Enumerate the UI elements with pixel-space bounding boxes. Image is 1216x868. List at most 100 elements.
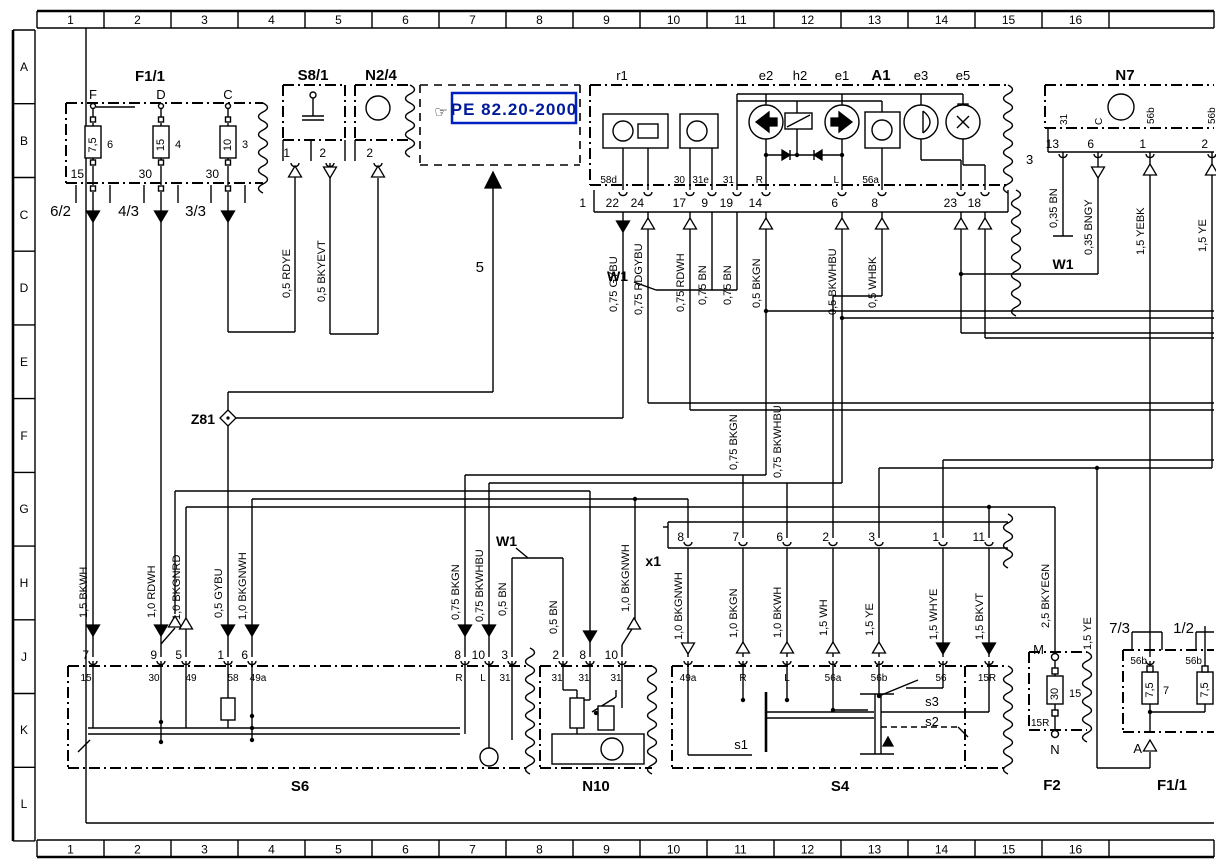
grid-column-label: 7: [469, 843, 476, 857]
s6-pin: 7: [82, 648, 89, 662]
s4-terminal: 56a: [825, 673, 842, 684]
a1-terminal: 31: [723, 175, 735, 186]
relay-coil: [597, 705, 615, 731]
reference-number[interactable]: PE 82.20-2000: [451, 100, 577, 119]
arrow-down-icon: [220, 624, 236, 638]
arrow-up-icon: [834, 216, 850, 230]
grid-row-label: F: [20, 429, 27, 443]
wire-segment: [160, 627, 176, 645]
pin-hook: [1145, 660, 1155, 666]
arrow-down-icon: [244, 624, 260, 638]
pin-hook: [874, 541, 884, 547]
wire-gauge-color-label: 1,5 YE: [864, 603, 876, 636]
pin-hook: [247, 660, 257, 666]
pin-hook: [618, 191, 628, 197]
a1-pin: 19: [720, 196, 734, 210]
wire-gauge-color-label: 0,5 WHBK: [867, 256, 879, 308]
fuse-value: 7,5: [1144, 682, 1156, 697]
a1-pin: 6: [831, 196, 838, 210]
transistor-icon: [871, 119, 893, 141]
s4-terminal: 15R: [978, 673, 996, 684]
a1-connector-number: 1: [579, 196, 586, 210]
terminal-square: [224, 185, 232, 192]
a1-terminal: 58d: [600, 175, 617, 186]
pin-hook: [223, 660, 233, 666]
s6-terminal: 49a: [250, 673, 267, 684]
wire-segment: [957, 726, 969, 738]
fuse-terminal: 56b: [1130, 656, 1147, 667]
arrow-up-icon: [1142, 162, 1158, 176]
grid-row-label: J: [21, 650, 27, 664]
pin-hook: [585, 660, 595, 666]
right-arrow-glyph: [830, 110, 854, 134]
pin-hook: [938, 660, 948, 666]
wire-gauge-color-label: 0,5 BN: [548, 600, 560, 634]
wire-gauge-color-label: 0,75 BKGN: [728, 414, 740, 470]
wire-gauge-color-label: 0,75 BN: [722, 265, 734, 305]
fuse-body: [1046, 675, 1064, 705]
fuse-terminal: 56b: [1185, 656, 1202, 667]
s6-terminal: 58: [227, 673, 239, 684]
f1-1-bottom-label: F1/1: [1157, 777, 1187, 794]
junction-dot: [794, 152, 800, 158]
wire-segment: [956, 115, 970, 129]
reference-highlight-box[interactable]: [450, 91, 578, 125]
arrow-up-icon: [977, 216, 993, 230]
s6-label: S6: [291, 778, 309, 795]
wire-destination-ref: 4/3: [118, 203, 139, 220]
terminal-square: [89, 185, 97, 192]
s8-1-label: S8/1: [298, 67, 329, 84]
transistor-icon: [365, 95, 391, 121]
terminal-square: [157, 116, 165, 123]
transistor-icon: [612, 120, 634, 142]
pin-hook: [507, 660, 517, 666]
headlight-indicator-icon: [903, 104, 939, 140]
wire-gauge-color-label: 0,35 BN: [1048, 188, 1060, 228]
terminal-square: [89, 116, 97, 123]
arrow-up-icon: [779, 640, 795, 654]
s6-pin: 10: [472, 648, 486, 662]
junction-dot: [1094, 465, 1100, 471]
pin-hook: [837, 191, 847, 197]
headlight-glyph: [922, 110, 931, 134]
pointing-hand-icon: ☞: [434, 104, 447, 121]
grid-column-label: 16: [1069, 843, 1083, 857]
arrow-up-icon: [825, 640, 841, 654]
grid-column-label: 6: [402, 13, 409, 27]
wire-gauge-color-label: 0,75 BKWHBU: [474, 549, 486, 622]
fuse-value: 7,5: [1199, 682, 1211, 697]
a1-terminal: R: [756, 175, 763, 186]
grid-column-label: 13: [868, 843, 882, 857]
terminal-square: [1051, 709, 1059, 717]
grid-row-label: A: [20, 60, 28, 74]
n2-4-pin: 2: [366, 146, 373, 160]
fuse-letter: D: [156, 87, 165, 102]
fuse-value: 15: [155, 139, 167, 151]
arrow-up-icon: [1204, 162, 1216, 176]
terminal-N: [1050, 729, 1060, 739]
arrow-up-icon: [735, 640, 751, 654]
n7-pin: 13: [1046, 137, 1060, 151]
pin-hook: [782, 660, 792, 666]
fuse-number: 3: [242, 139, 248, 151]
pin-hook: [1093, 153, 1103, 159]
wire-gauge-color-label: 1,0 BKGNWH: [620, 544, 632, 612]
wire-gauge-color-label: 0,5 RDYE: [281, 249, 293, 298]
wire-destination-ref: 3/3: [185, 203, 206, 220]
wire-gauge-color-label: 0,5 BKYEVT: [316, 240, 328, 302]
wire-gauge-color-label: 0,75 BKGN: [450, 564, 462, 620]
n7-label: N7: [1115, 67, 1134, 84]
s6-pin: 1: [217, 648, 224, 662]
arrow-up-icon: [370, 164, 386, 178]
arrow-up-icon: [178, 616, 194, 630]
grid-row-label: C: [20, 208, 29, 222]
torn-edge: [646, 665, 658, 775]
lamp-icon: [479, 747, 499, 767]
pin-hook: [828, 660, 838, 666]
wire-segment: [786, 114, 811, 128]
grid-column-label: 1: [67, 13, 74, 27]
grid-column-label: 4: [268, 843, 275, 857]
wire-segment: [77, 739, 91, 753]
grid-column-label: 9: [603, 13, 610, 27]
left-arrow-glyph: [754, 110, 778, 134]
